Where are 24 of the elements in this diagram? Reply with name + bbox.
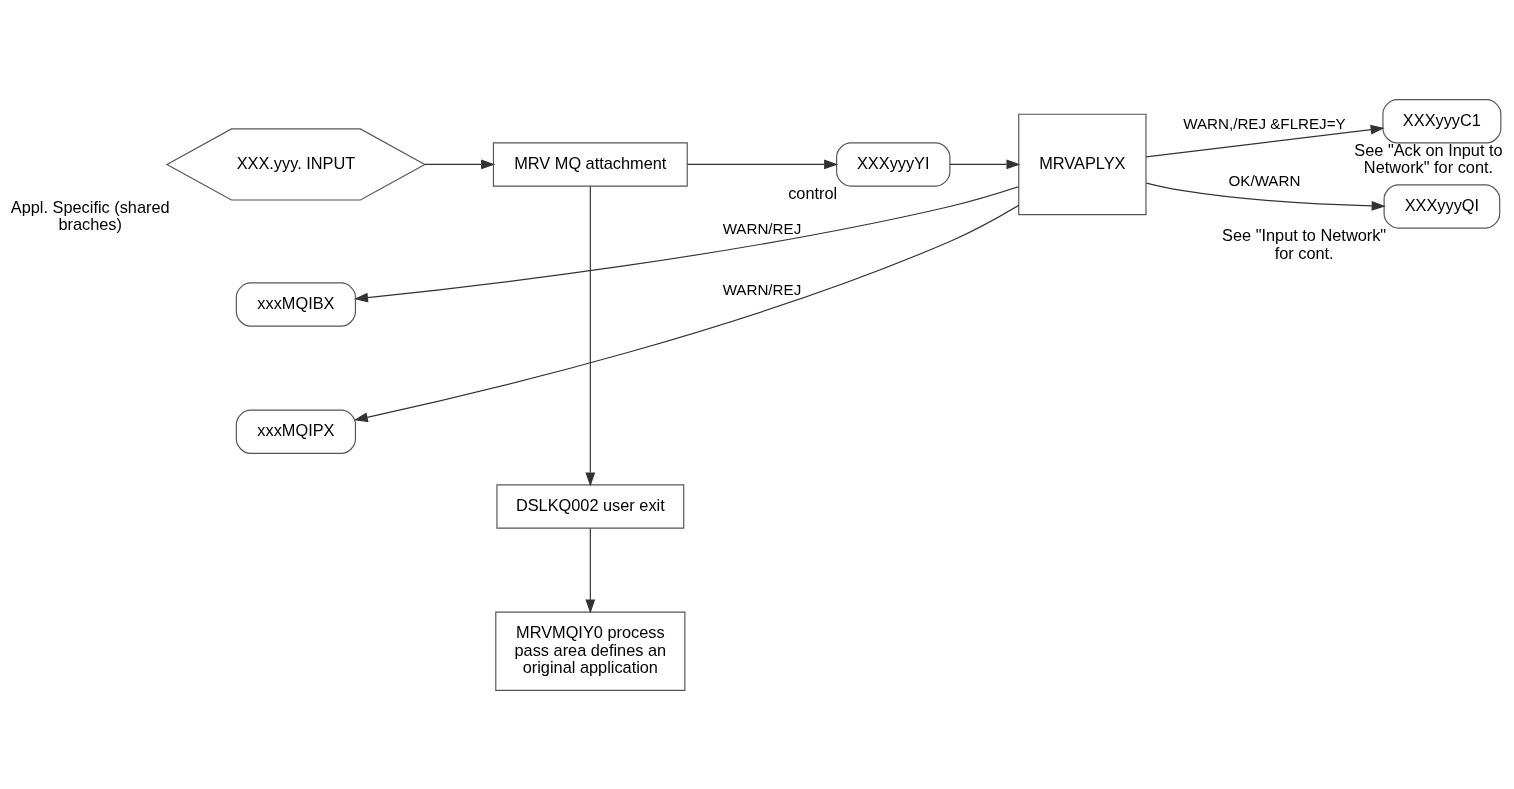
edge-label: OK/WARN — [1228, 171, 1301, 189]
edge-label: WARN/REJ — [722, 279, 802, 297]
node-box: MRV MQ attachment — [492, 141, 688, 187]
arrow — [949, 159, 1021, 169]
arrow — [585, 527, 596, 613]
edge-label: WARN,/REJ &FLREJ=Y — [1183, 114, 1346, 132]
arrow — [585, 185, 596, 487]
arrow — [354, 185, 1020, 303]
node-box: xxxMQIPX — [235, 409, 357, 454]
node-label: See "Ack on Input to Network" for cont. — [1354, 140, 1503, 176]
node-box: XXXyyyQI — [1383, 183, 1501, 229]
arrow — [1145, 124, 1385, 157]
node-box: MRVAPLYX — [1018, 113, 1147, 215]
node-box: DSLKQ002 user exit — [496, 483, 685, 529]
node-box: XXXyyyC1 — [1382, 98, 1502, 143]
node-box: XXXyyyYI — [836, 141, 951, 187]
arrow — [686, 159, 839, 169]
arrow — [353, 204, 1020, 422]
arrow — [424, 159, 496, 169]
node-label: control — [788, 183, 838, 202]
node-box: xxxMQIBX — [235, 281, 357, 327]
arrow — [1145, 182, 1386, 211]
node-box: MRVMQIY0 process pass area defines an original application — [495, 611, 686, 691]
edge-label: WARN/REJ — [722, 219, 802, 237]
